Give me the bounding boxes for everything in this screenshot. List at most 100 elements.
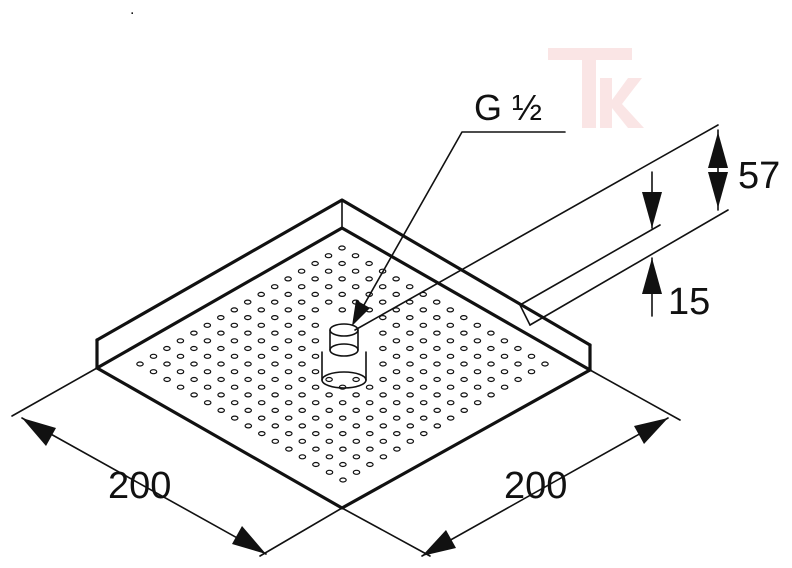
nozzle-dot [244, 361, 252, 367]
nozzle-dot [446, 338, 455, 344]
nozzle-dot [217, 407, 226, 413]
nozzle-dot [514, 361, 522, 367]
nozzle-dot [365, 276, 373, 282]
dim-15-label: 15 [668, 281, 710, 323]
nozzle-dot [393, 446, 401, 452]
nozzle-dot [217, 376, 225, 383]
nozzle-dot [406, 392, 414, 398]
nozzle-dot [432, 299, 441, 305]
nozzle-dot [243, 299, 252, 305]
nozzle-dot [311, 369, 320, 375]
nozzle-dot [392, 400, 401, 406]
nozzle-dot [217, 315, 225, 321]
nozzle-dot [284, 384, 293, 390]
nozzle-dot [351, 253, 360, 259]
nozzle-dot [392, 415, 401, 421]
nozzle-dot [473, 400, 482, 406]
nozzle-dot [311, 353, 320, 359]
nozzle-dot [298, 438, 307, 444]
nozzle-dot [446, 400, 455, 406]
nozzle-dot [297, 284, 306, 290]
nozzle-dot [351, 284, 360, 290]
nozzle-dot [406, 438, 415, 444]
nozzle-dot [351, 268, 360, 274]
nozzle-dot [406, 423, 415, 429]
nozzle-dot [339, 477, 347, 483]
nozzle-dot [433, 407, 442, 413]
nozzle-dot [284, 338, 293, 344]
nozzle-dot [203, 400, 212, 406]
nozzle-dot [311, 415, 320, 421]
nozzle-dot [325, 392, 333, 398]
nozzle-dot [270, 315, 279, 321]
nozzle-dot [284, 276, 292, 282]
nozzle-dot [325, 469, 334, 475]
nozzle-dot [433, 392, 441, 398]
nozzle-dot [460, 407, 469, 413]
nozzle-dot [284, 353, 293, 359]
nozzle-dot [419, 322, 428, 328]
nozzle-dot [271, 330, 279, 336]
nozzle-dot [352, 454, 361, 460]
nozzle-dot [419, 338, 428, 344]
nozzle-dot [500, 384, 509, 390]
nozzle-dot [190, 345, 198, 352]
nozzle-dot [446, 307, 455, 313]
nozzle-dot [190, 376, 198, 383]
nozzle-dot [365, 415, 374, 421]
nozzle-dot [285, 446, 293, 452]
nozzle-dot [406, 330, 414, 336]
nozzle-dot [379, 376, 387, 383]
nozzle-dot [297, 268, 306, 274]
nozzle-dot [176, 369, 185, 375]
nozzle-dot [433, 376, 441, 383]
nozzle-dot [244, 376, 252, 383]
nozzle-dot [406, 376, 414, 383]
nozzle-dot [392, 276, 400, 282]
nozzle-dot [338, 307, 347, 313]
nozzle-dot [298, 392, 306, 398]
nozzle-dot [379, 392, 387, 398]
nozzle-dot [203, 384, 212, 390]
nozzle-dot [271, 423, 280, 429]
nozzle-dot [230, 307, 239, 313]
nozzle-dot [284, 431, 293, 437]
nozzle-dot [500, 353, 509, 359]
nozzle-dot [446, 353, 455, 359]
nozzle-dot [311, 291, 320, 297]
nozzle-dot [366, 461, 374, 468]
nozzle-dot [405, 284, 414, 290]
nozzle-dot [352, 392, 360, 398]
nozzle-dot [244, 392, 252, 398]
nozzle-dot [392, 322, 401, 328]
nozzle-dot [244, 423, 253, 429]
dim-57-label: 57 [738, 155, 780, 197]
nozzle-dot [514, 345, 522, 352]
nozzle-dot [271, 392, 279, 398]
nozzle-dot [257, 322, 266, 328]
nozzle-dot [392, 384, 401, 390]
nozzle-dot [487, 345, 495, 352]
nozzle-dot [460, 376, 468, 383]
nozzle-dot [203, 322, 212, 328]
dim-200-right-label: 200 [504, 465, 567, 507]
nozzle-dot [298, 454, 307, 460]
nozzle-dot [190, 361, 198, 367]
dim-57: 57 [708, 129, 780, 211]
nozzle-dot [311, 400, 320, 406]
nozzle-dot [378, 284, 387, 290]
nozzle-dot [338, 245, 346, 251]
nozzle-dot [257, 400, 266, 406]
nozzle-dot [284, 307, 293, 313]
dim-200-left: 200 [11, 367, 343, 557]
nozzle-dot [365, 431, 374, 437]
nozzle-dot [365, 400, 374, 406]
nozzle-dot [284, 291, 293, 297]
nozzle-dot [257, 353, 266, 359]
nozzle-dot [325, 454, 334, 460]
nozzle-dot [217, 330, 225, 336]
nozzle-dot [284, 322, 293, 328]
nozzle-dot [338, 431, 347, 437]
nozzle-dot [324, 268, 333, 274]
